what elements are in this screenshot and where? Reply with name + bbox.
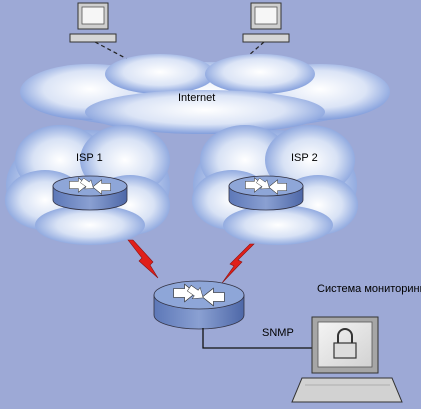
monitoring-computer: [291, 316, 403, 403]
lightning-bolt-icon: [221, 243, 255, 284]
monitoring-label: Система мониторинга: [317, 283, 421, 295]
internet-cloud: Internet: [20, 54, 390, 134]
computer-icon: [242, 2, 290, 43]
lock-icon: [333, 328, 357, 359]
isp2-label: ISP 2: [291, 152, 318, 164]
snmp-label: SNMP: [262, 327, 294, 339]
computer-icon: [69, 2, 117, 43]
internet-label: Internet: [178, 92, 215, 104]
lightning-bolt-icon: [127, 239, 159, 279]
snmp-link: [202, 328, 318, 349]
keyboard: [291, 377, 403, 403]
router-icon: [228, 175, 304, 211]
isp1-label: ISP 1: [76, 152, 103, 164]
router-icon: [52, 175, 128, 211]
router-icon: [153, 280, 245, 330]
